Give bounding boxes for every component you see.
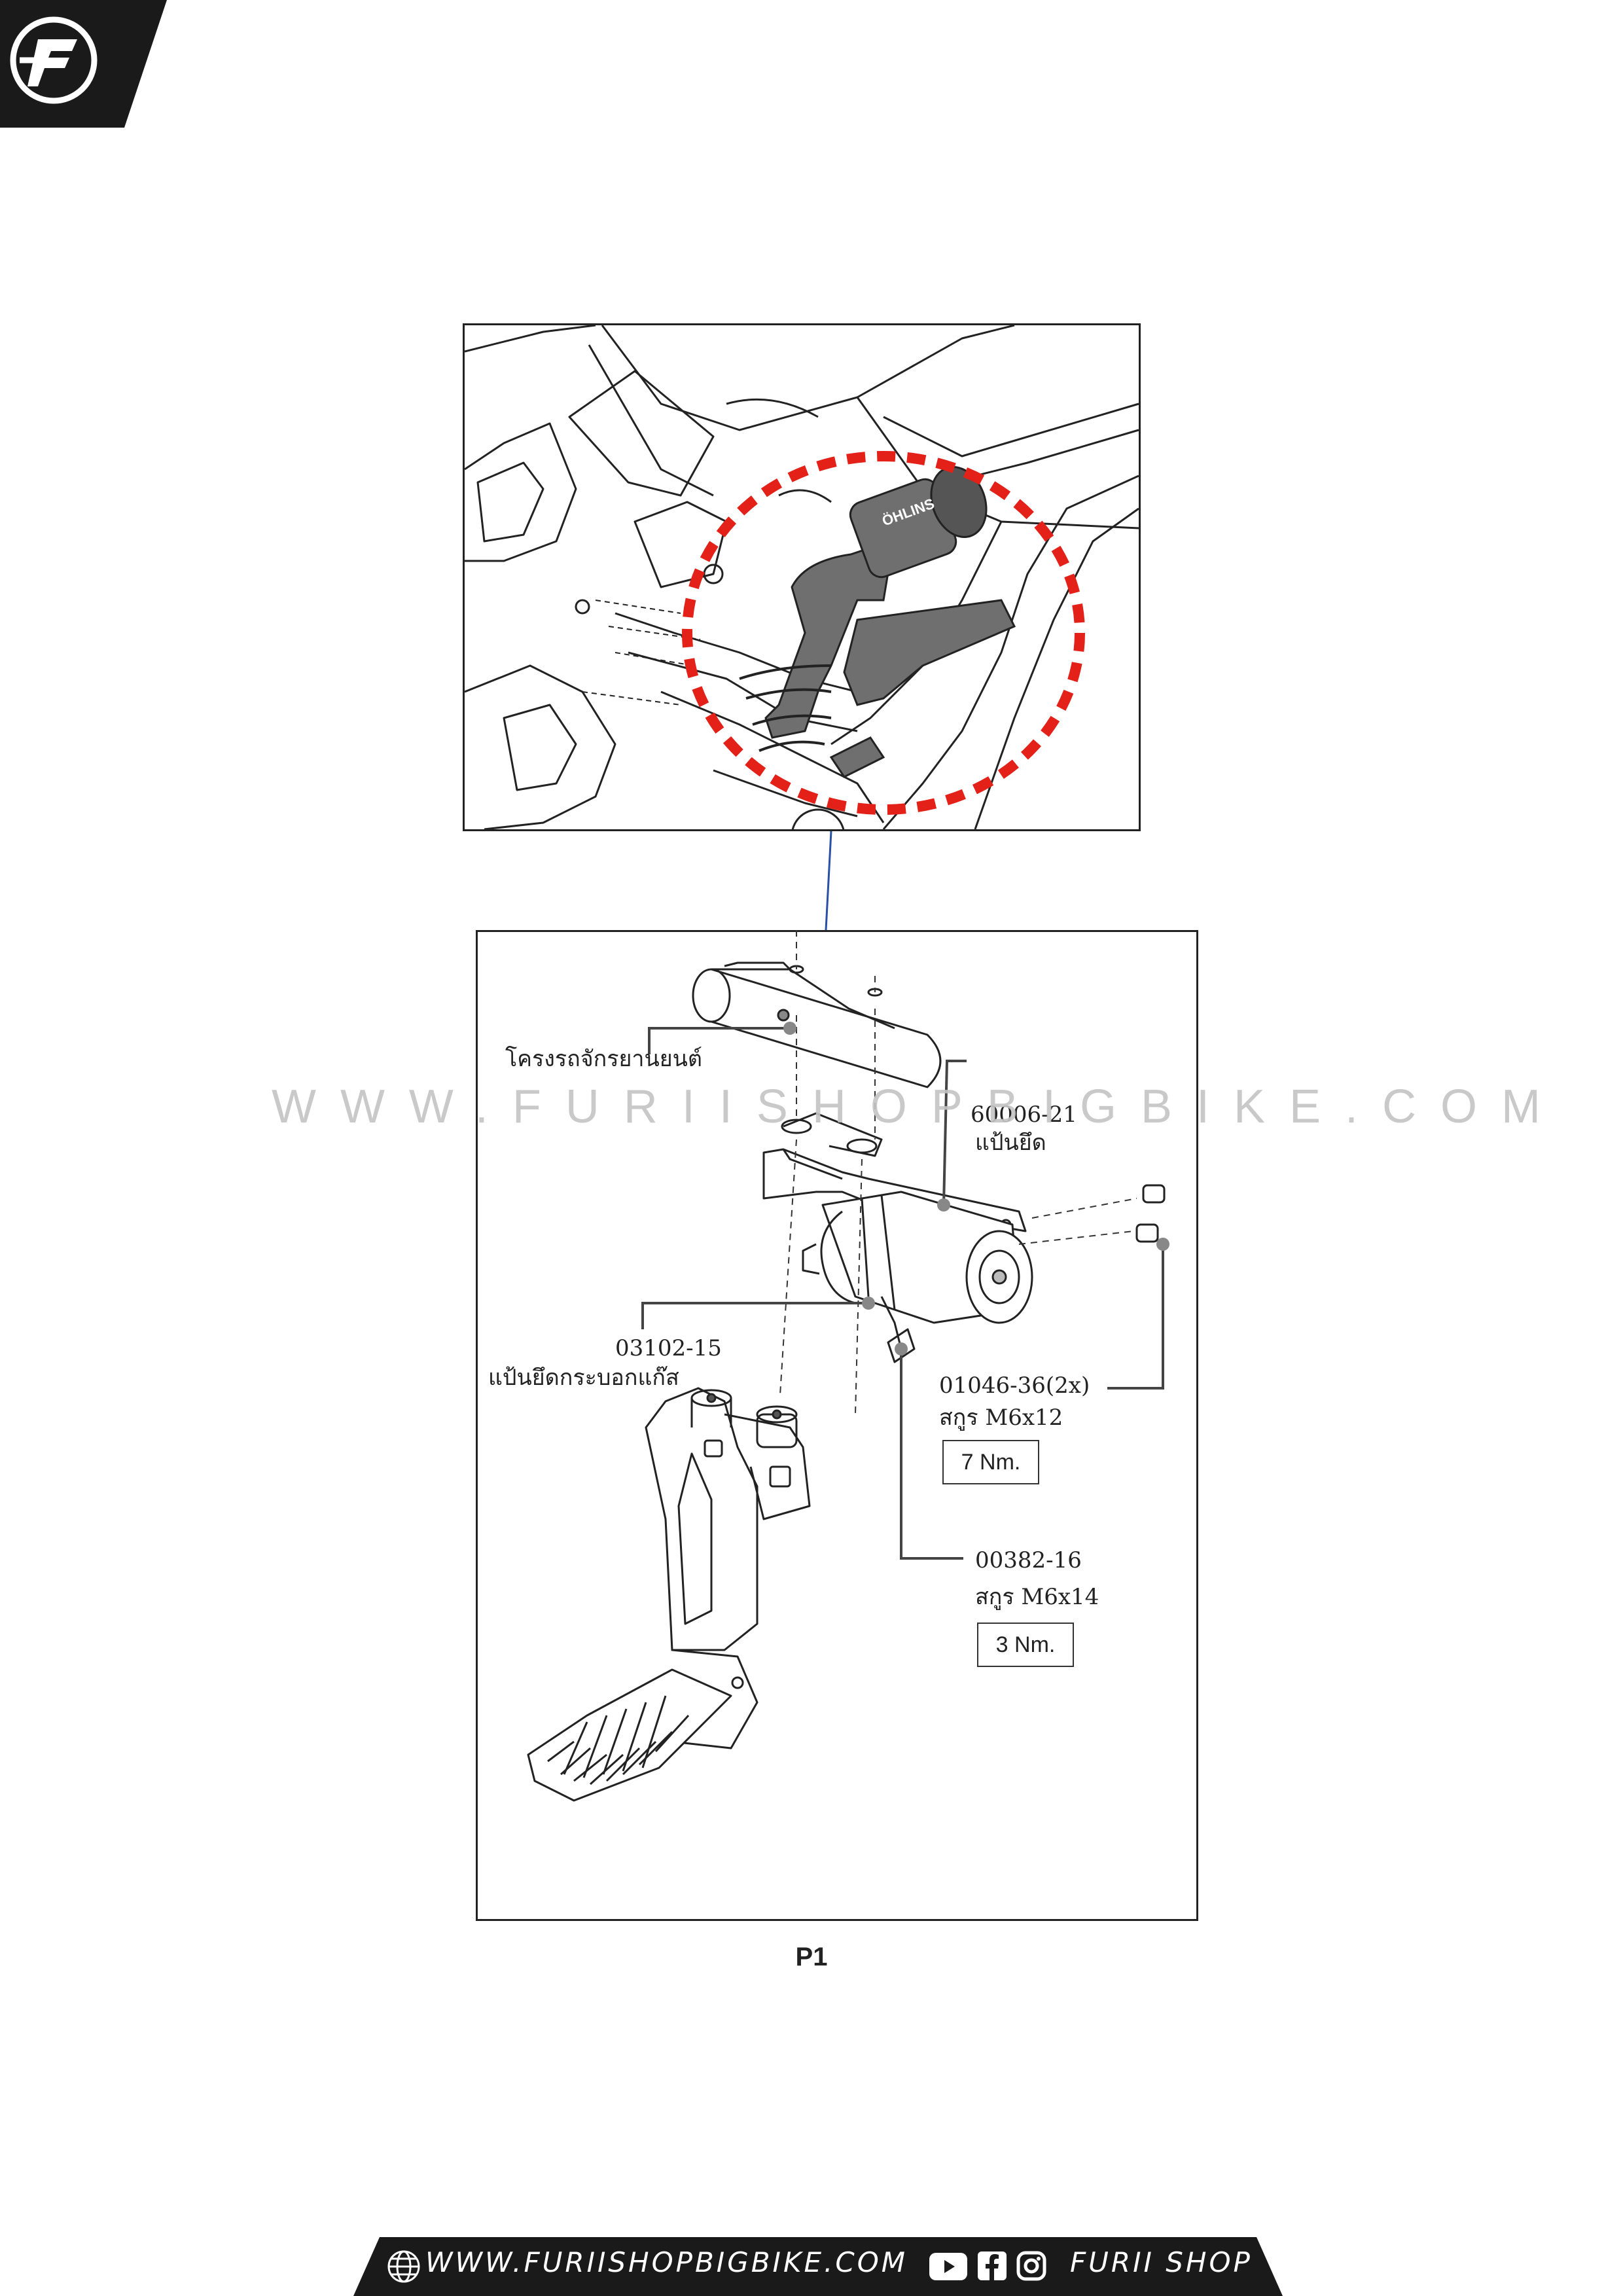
brand-logo-corner (0, 0, 167, 128)
detail-frame (476, 930, 1198, 1921)
frame-label: โครงรถจักรยานยนต์ (505, 1046, 702, 1072)
screw1-part-number: 01046-36(2x) (939, 1372, 1090, 1399)
screw1-name: สกูร M6x12 (939, 1405, 1063, 1431)
screw2-name: สกูร M6x14 (975, 1584, 1099, 1610)
screw1-torque-box: 7 Nm. (942, 1440, 1039, 1484)
highlight-circle (682, 451, 1085, 815)
gas-bracket-part-number: 03102-15 (615, 1335, 722, 1361)
bracket-part-number: 60006-21 (971, 1102, 1077, 1128)
instagram-icon[interactable] (1016, 2250, 1047, 2282)
screw2-torque-box: 3 Nm. (977, 1623, 1074, 1667)
motorcycle-frame-drawing: ÖHLINS (465, 325, 1139, 829)
footer-url[interactable]: WWW.FURIISHOPBIGBIKE.COM (425, 2246, 908, 2278)
page-label: P1 (795, 1943, 828, 1971)
footer-bar (353, 2237, 1283, 2296)
watermark: WWW.FURIISHOPBIGBIKE.COM (272, 1081, 1565, 1133)
youtube-icon[interactable] (928, 2251, 969, 2282)
globe-icon (387, 2250, 420, 2283)
bracket-name: แป้นยึด (975, 1130, 1046, 1156)
footer-shop-name[interactable]: FURII SHOP (1070, 2246, 1253, 2278)
facebook-icon[interactable] (976, 2250, 1008, 2282)
gas-bracket-name: แป้นยึดกระบอกแก๊ส (488, 1365, 679, 1391)
screw2-part-number: 00382-16 (975, 1547, 1082, 1573)
motorcycle-overview-illustration: ÖHLINS (463, 323, 1141, 831)
exploded-view-drawing (527, 930, 1169, 1802)
